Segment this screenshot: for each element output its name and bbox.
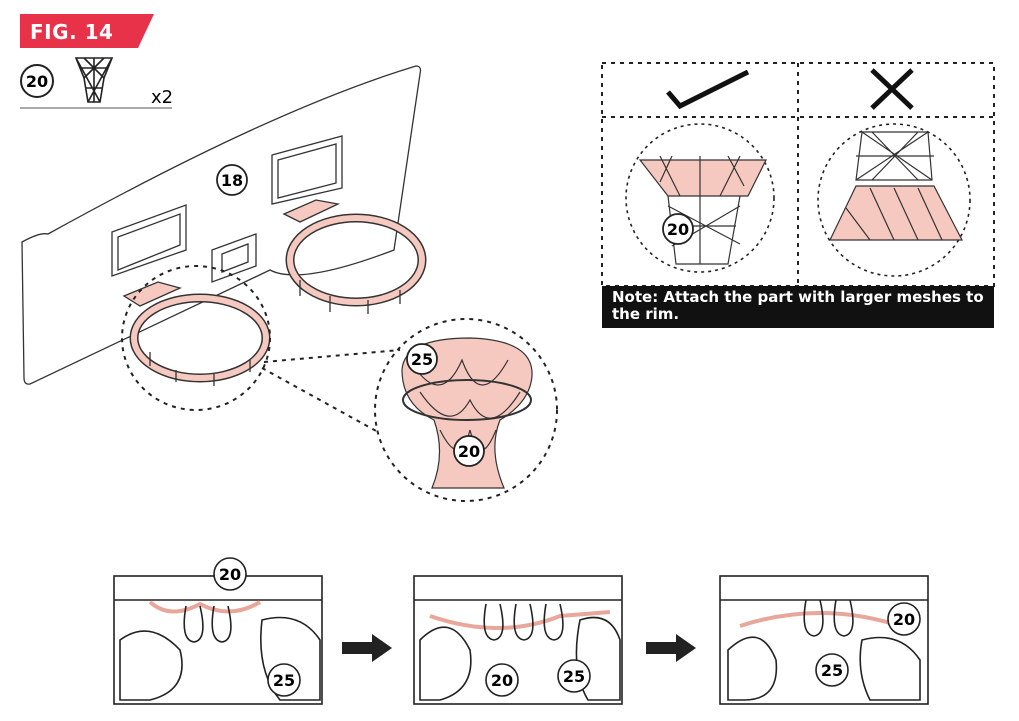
step-3-rim-label: 25 [821,661,843,680]
zoom-net-label: 20 [458,442,480,461]
step-1-rim-label: 25 [273,671,295,690]
rim-left [122,281,271,386]
part-list: 20 x2 [20,57,173,109]
step-3-net-label: 20 [893,610,915,629]
step-2-rim-label: 25 [563,667,585,686]
checkmark-icon [666,69,750,110]
zoom-callout [121,265,558,502]
step-1-net-label: 20 [219,565,241,584]
figure-tag-background [20,14,154,48]
zoom-net-detail [401,337,533,489]
correct-net-label: 20 [667,220,689,239]
backboard-part-label: 18 [221,171,243,190]
step-3-panel [719,575,929,705]
zoom-rim-label: 25 [411,350,433,369]
attachment-note: Note: Attach the part with larger meshes… [602,286,994,328]
quantity-label: x2 [151,87,173,108]
step-2-net-label: 20 [491,671,513,690]
arrow-right-icon [342,634,392,662]
arrow-right-icon [646,634,696,662]
correct-net-detail [625,123,775,273]
figure-tag: FIG. 14 [20,14,154,48]
rim-right [282,199,427,314]
step-1-panel [113,557,323,705]
backboard [21,65,422,385]
wrong-net-detail [817,123,971,277]
step-2-panel [413,575,623,705]
basketball-net-icon [74,57,114,103]
part-number-label: 20 [26,72,48,91]
figure-label: FIG. 14 [30,20,114,44]
cross-icon [870,68,914,110]
